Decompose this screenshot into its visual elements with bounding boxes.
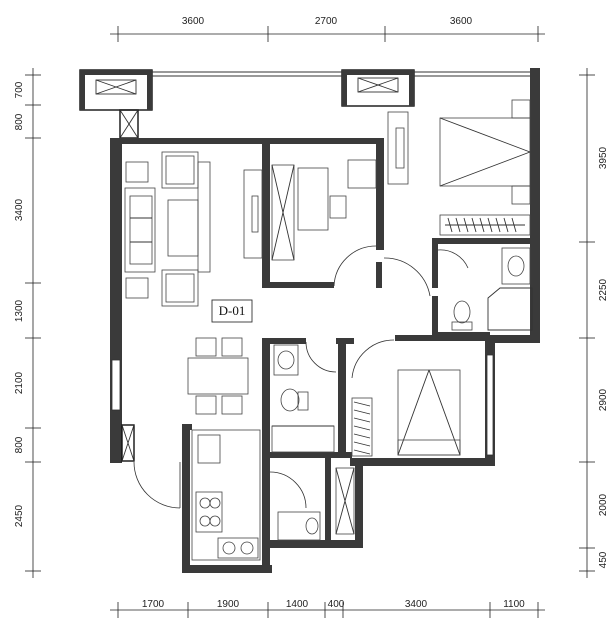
tv-cabinet xyxy=(243,169,263,259)
second-bed xyxy=(397,369,461,456)
dim-bottom-1: 1700 xyxy=(142,599,165,610)
study-door xyxy=(333,245,377,287)
kitchen-door xyxy=(269,471,307,509)
utility-area xyxy=(277,467,355,541)
second-bedroom-door xyxy=(351,339,395,379)
ac-unit-right xyxy=(341,69,415,107)
master-door xyxy=(383,257,431,297)
dim-bottom-6: 1100 xyxy=(503,599,525,610)
master-bed xyxy=(439,99,531,205)
second-wardrobe xyxy=(351,397,373,457)
dim-top-1: 3600 xyxy=(182,16,205,27)
dim-top-2: 2700 xyxy=(315,16,338,27)
bathroom-fixtures xyxy=(271,344,335,453)
dim-right-4: 2000 xyxy=(598,493,609,516)
dim-bottom-2: 1900 xyxy=(217,599,240,610)
dim-left-1: 700 xyxy=(14,81,25,98)
dim-left-2: 800 xyxy=(14,113,25,130)
study-furniture xyxy=(271,159,377,261)
dimension-lines xyxy=(25,26,595,618)
exterior-walls xyxy=(110,80,540,573)
dim-left-3: 3400 xyxy=(14,198,25,221)
master-wardrobe xyxy=(439,214,531,236)
bathroom-door xyxy=(305,341,337,373)
dim-right-3: 2900 xyxy=(598,388,609,411)
interior-walls xyxy=(262,138,536,543)
dim-right-5: 450 xyxy=(598,551,609,568)
entrance-door xyxy=(133,461,181,509)
dining-table xyxy=(187,337,249,415)
dim-top-3: 3600 xyxy=(450,16,473,27)
dim-left-6: 800 xyxy=(14,436,25,453)
ac-unit-left xyxy=(79,69,153,139)
room-label: D-01 xyxy=(219,303,246,318)
master-bath-fixtures xyxy=(451,247,533,331)
dim-bottom-3: 1400 xyxy=(286,599,309,610)
dim-bottom-5: 3400 xyxy=(405,599,428,610)
sofa-set xyxy=(124,151,211,307)
master-bath-door xyxy=(437,249,469,269)
master-desk xyxy=(387,111,409,185)
dim-left-4: 1300 xyxy=(14,299,25,322)
kitchen-counter xyxy=(191,429,261,561)
dim-left-5: 2100 xyxy=(14,371,25,394)
balcony-railing xyxy=(152,68,540,82)
dim-right-2: 2250 xyxy=(598,278,609,301)
dim-bottom-4: 400 xyxy=(328,599,345,610)
dim-right-1: 3950 xyxy=(598,146,609,169)
room-label-frame xyxy=(211,299,253,323)
dim-left-7: 2450 xyxy=(14,504,25,527)
